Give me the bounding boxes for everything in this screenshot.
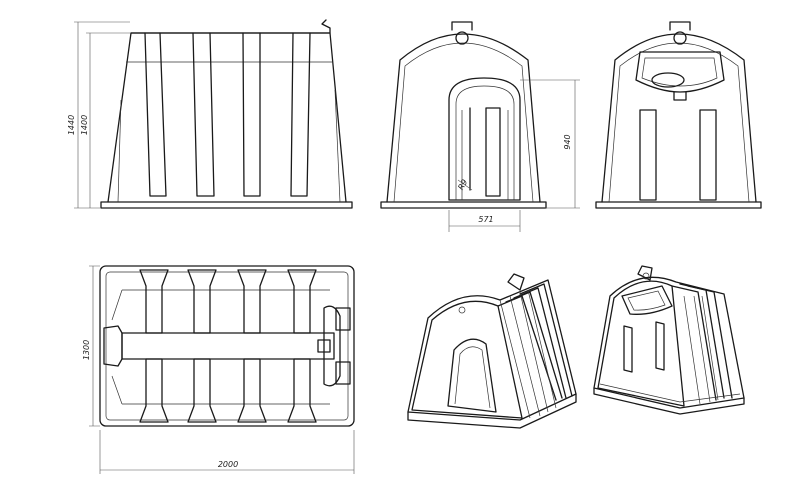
side-view xyxy=(74,19,353,209)
rear-view-ring xyxy=(673,31,687,45)
plan-rib-top-2 xyxy=(187,269,217,334)
front-view xyxy=(380,21,580,232)
iso-front-view xyxy=(407,273,577,429)
plan-ridge xyxy=(121,332,335,360)
rear-rail-right xyxy=(699,109,717,201)
iso-front-body xyxy=(407,279,577,421)
front-inner-rail xyxy=(485,107,501,197)
side-rib-4 xyxy=(290,32,311,197)
dim-height-overall: 1440 xyxy=(67,115,76,135)
iso-rear-view xyxy=(593,265,745,415)
iso-rear-rail-left xyxy=(623,325,633,373)
plan-rib-bottom-4 xyxy=(287,358,317,423)
dim-width-plan: 1300 xyxy=(82,340,91,360)
plan-rib-bottom-1 xyxy=(139,358,169,423)
rear-rail-left xyxy=(639,109,657,201)
plan-rear-end xyxy=(323,305,341,387)
side-view-body xyxy=(107,32,347,203)
side-rib-2 xyxy=(192,32,215,197)
plan-rib-top-1 xyxy=(139,269,169,334)
dim-door-width: 571 xyxy=(478,215,493,224)
dim-length-plan: 2000 xyxy=(218,460,238,469)
plan-rib-top-4 xyxy=(287,269,317,334)
iso-rear-rail-right xyxy=(655,321,665,371)
iso-front-door xyxy=(447,338,497,413)
front-door xyxy=(448,77,521,201)
side-rib-1 xyxy=(144,32,167,197)
rear-view xyxy=(595,21,762,209)
front-view-lug xyxy=(451,21,473,31)
side-view-hook xyxy=(130,19,331,34)
rear-feeder-opening xyxy=(635,51,725,93)
plan-outline xyxy=(99,265,355,427)
rear-view-shell xyxy=(601,33,757,203)
plan-door-end xyxy=(103,325,123,367)
front-view-shell xyxy=(386,33,541,203)
side-view-base xyxy=(100,201,353,209)
side-rib-3 xyxy=(242,32,261,197)
iso-rear-feeder xyxy=(621,285,673,315)
front-view-base xyxy=(380,201,547,209)
plan-view xyxy=(89,265,355,474)
dim-door-height: 940 xyxy=(563,134,572,149)
plan-rib-bottom-3 xyxy=(237,358,267,423)
dim-height-body: 1400 xyxy=(80,115,89,135)
plan-rib-bottom-2 xyxy=(187,358,217,423)
iso-rear-body xyxy=(593,276,745,409)
plan-rib-top-3 xyxy=(237,269,267,334)
rear-view-base xyxy=(595,201,762,209)
front-view-ring xyxy=(455,31,469,45)
